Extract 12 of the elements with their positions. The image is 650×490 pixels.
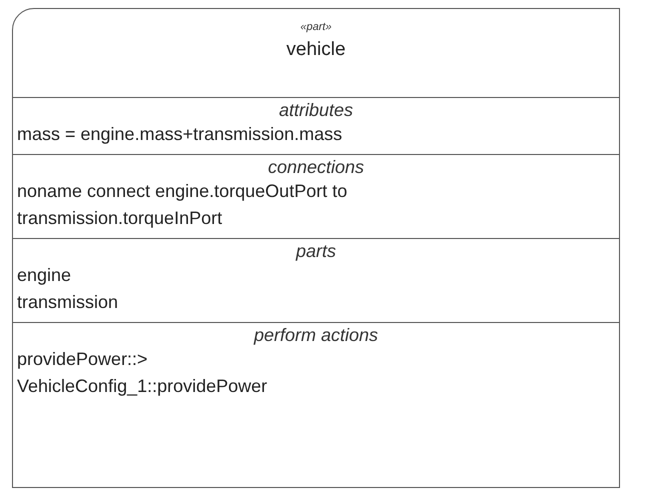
stereotype-label: «part» [300, 21, 332, 33]
compartment-heading: perform actions [252, 325, 380, 346]
compartment-heading: attributes [278, 100, 354, 121]
part-block [12, 8, 620, 488]
compartment-text: providePower::> VehicleConfig_1::providePower [17, 348, 268, 398]
compartment-text: engine [17, 264, 72, 287]
block-name: vehicle [286, 39, 346, 61]
compartment-heading: parts [294, 241, 338, 262]
compartment-text: mass = engine.mass+transmission.mass [17, 123, 342, 146]
compartment-text: noname connect engine.torqueOutPort to transmission.torqueInPort [17, 180, 348, 230]
compartment-heading: connections [266, 157, 366, 178]
compartment-text: transmission [17, 291, 118, 314]
